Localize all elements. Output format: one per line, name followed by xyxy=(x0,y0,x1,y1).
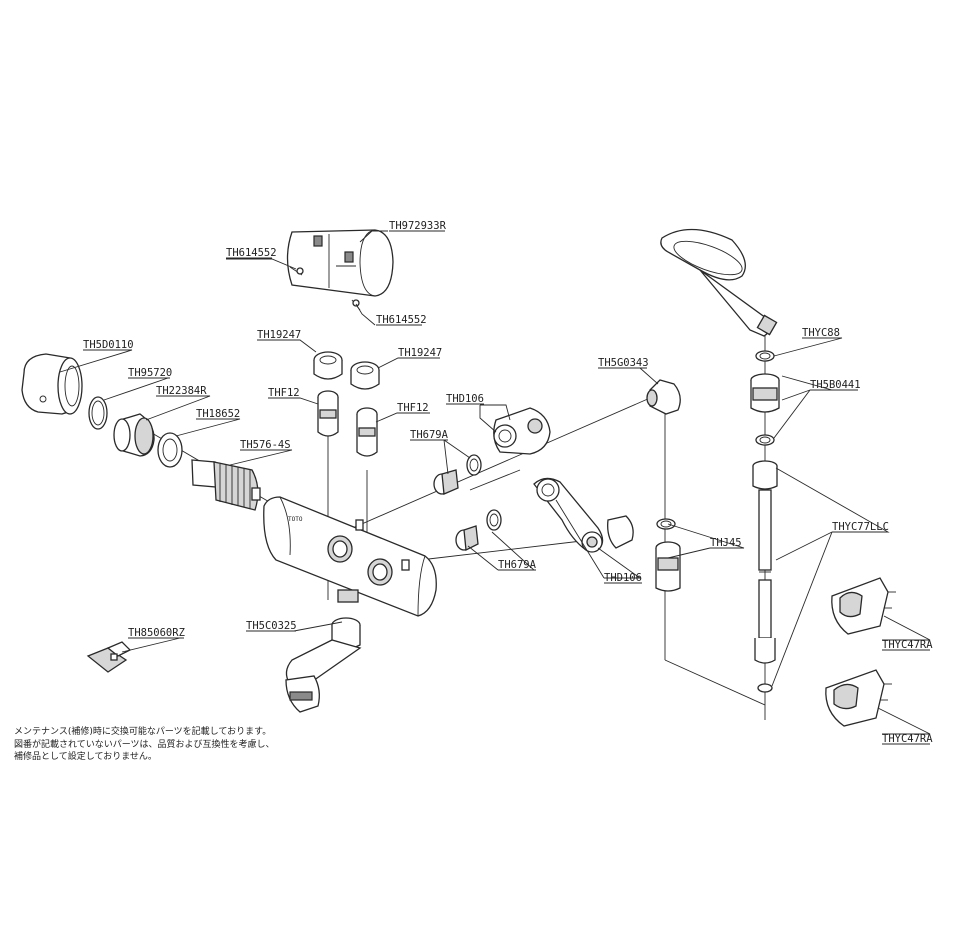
label-holder-top: THYC47RA xyxy=(882,639,933,651)
spout-part xyxy=(285,617,362,713)
label-hose: THYC77LLC xyxy=(832,521,889,533)
nut-part xyxy=(113,413,155,457)
label-filter-right: THF12 xyxy=(397,402,429,414)
shower-head-part xyxy=(660,228,778,337)
label-elbow: TH5G0343 xyxy=(598,357,649,369)
label-screw-left: TH614552 xyxy=(226,247,277,259)
hose-part xyxy=(752,460,778,693)
svg-text:TOTO: TOTO xyxy=(288,516,303,523)
label-thermo-cartridge: TH576-4S xyxy=(240,439,291,451)
packing-bottom-part xyxy=(455,509,502,552)
label-adapter: THJ45 xyxy=(710,537,742,549)
washer-part xyxy=(157,432,183,468)
check-valve-body-part xyxy=(493,407,551,455)
callout-leaders xyxy=(59,230,931,735)
hose-adapter-part xyxy=(750,373,780,446)
label-packing-bottom: TH679A xyxy=(498,559,537,571)
label-head-packing: THYC88 xyxy=(802,327,840,339)
label-key: TH85060RZ xyxy=(128,627,185,639)
key-part xyxy=(86,641,132,673)
label-holder-bottom: THYC47RA xyxy=(882,733,933,745)
label-filter-left: THF12 xyxy=(268,387,300,399)
packing-top-part xyxy=(433,454,482,495)
label-handle-left: TH5D0110 xyxy=(83,339,134,351)
elbow-part xyxy=(646,379,681,415)
adapter-part xyxy=(655,518,681,592)
label-hose-adapter: TH5B0441 xyxy=(810,379,861,391)
valve-body-part: TOTO xyxy=(263,496,437,617)
cartridge-left-part xyxy=(313,351,343,380)
handle-left-part xyxy=(21,353,83,415)
head-packing-part xyxy=(755,350,775,362)
thermo-cartridge-part xyxy=(191,459,261,511)
label-nut: TH22384R xyxy=(156,385,207,397)
note-line-1: メンテナンス(補修)時に交換可能なパーツを記載しております。 xyxy=(14,727,272,737)
label-check-valve-bottom: THD106 xyxy=(604,572,642,584)
note-line-2: 図番が記載されていないパーツは、品質および互換性を考慮し、 xyxy=(14,739,275,750)
label-handle-cap: TH972933R xyxy=(389,220,447,232)
label-washer: TH18652 xyxy=(196,408,240,420)
part-labels: TH972933R TH614552 TH614552 TH19247 TH19… xyxy=(83,220,933,745)
maintenance-note: メンテナンス(補修)時に交換可能なパーツを記載しております。 図番が記載されてい… xyxy=(14,726,354,764)
label-check-valve-body: THD106 xyxy=(446,393,484,405)
label-underlines xyxy=(83,230,930,745)
holder-top-part xyxy=(831,577,896,635)
holder-bottom-part xyxy=(825,669,892,727)
check-valve-bottom-part xyxy=(533,477,634,553)
label-cartridge-left: TH19247 xyxy=(257,329,301,341)
oring-part xyxy=(88,396,108,430)
label-cartridge-right: TH19247 xyxy=(398,347,442,359)
filter-right-part xyxy=(356,407,378,457)
label-packing-top: TH679A xyxy=(410,429,449,441)
note-line-3: 補修品として設定しておりません。 xyxy=(14,752,157,762)
label-oring: TH95720 xyxy=(128,367,172,379)
label-spout: TH5C0325 xyxy=(246,620,297,632)
handle-cap-part xyxy=(286,229,394,297)
label-screw-right: TH614552 xyxy=(376,314,427,326)
screw-left-part xyxy=(289,266,304,276)
filter-left-part xyxy=(317,390,339,437)
cartridge-right-part xyxy=(350,361,380,390)
